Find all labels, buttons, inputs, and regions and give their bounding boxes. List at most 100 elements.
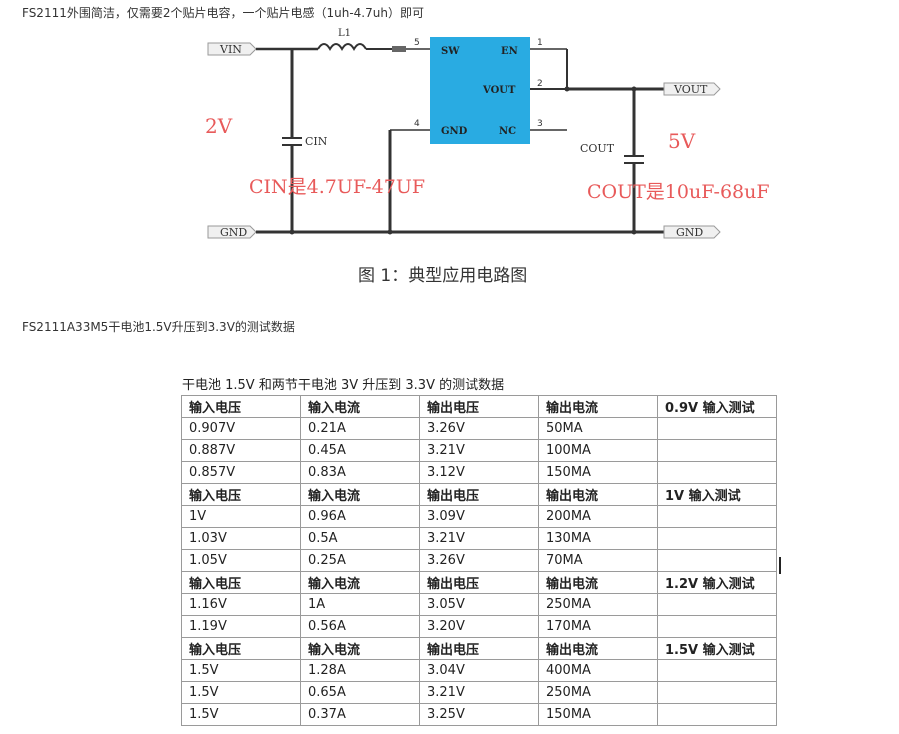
fs2111-chip	[430, 37, 530, 144]
table-cell: 输入电流	[300, 483, 420, 506]
table-cell	[657, 439, 777, 462]
table-cell: 1.28A	[300, 659, 420, 682]
table-cell: 3.21V	[419, 527, 539, 550]
table-cell: 1.19V	[181, 615, 301, 638]
inductor-l1	[317, 43, 367, 51]
vout-label: VOUT	[673, 83, 708, 96]
table-cell: 输入电压	[181, 637, 301, 660]
table-cell: 输入电流	[300, 395, 420, 418]
chip-pin-nc: NC	[499, 126, 516, 137]
table-cell: 130MA	[538, 527, 658, 550]
intro-text: FS2111外围简洁，仅需要2个贴片电容，一个贴片电感（1uh-4.7uh）即可	[22, 6, 424, 20]
table-cell	[657, 615, 777, 638]
table-cell	[657, 659, 777, 682]
table-cell	[657, 505, 777, 528]
gnd-left-tag	[207, 225, 257, 239]
table-cell: 0.21A	[300, 417, 420, 440]
table-cell: 0.56A	[300, 615, 420, 638]
circuit-svg: VIN L1 5 CIN SW EN VOUT GND NC 1 2	[205, 28, 770, 239]
table-cell: 70MA	[538, 549, 658, 572]
table-cell	[657, 527, 777, 550]
figure-caption: 图 1：典型应用电路图	[358, 266, 528, 286]
gnd-right-label: GND	[676, 226, 703, 239]
table-cell: 0.65A	[300, 681, 420, 704]
table-cell: 3.26V	[419, 549, 539, 572]
table-cell: 1.16V	[181, 593, 301, 616]
table-cell: 0.887V	[181, 439, 301, 462]
table-cell: 0.907V	[181, 417, 301, 440]
table-cell: 输入电流	[300, 637, 420, 660]
table-cell: 1A	[300, 593, 420, 616]
table-cell: 3.20V	[419, 615, 539, 638]
table-cell: 3.26V	[419, 417, 539, 440]
annotation-cout: COUT是10uF-68uF	[587, 181, 770, 203]
vin-tag	[207, 42, 257, 56]
table-cell: 100MA	[538, 439, 658, 462]
inductor-label: L1	[338, 28, 351, 39]
vin-label: VIN	[219, 43, 242, 56]
table-cell: 150MA	[538, 461, 658, 484]
table-cell: 输出电流	[538, 637, 658, 660]
table-cell: 输出电压	[419, 637, 539, 660]
chip-pin-vout: VOUT	[482, 85, 516, 96]
table-cell: 输入电压	[181, 571, 301, 594]
table-cell: 3.12V	[419, 461, 539, 484]
cout-label: COUT	[580, 142, 615, 155]
table-cell	[657, 461, 777, 484]
table-cell	[657, 681, 777, 704]
table-cell: 3.25V	[419, 703, 539, 726]
table-cell: 0.857V	[181, 461, 301, 484]
annotation-5v: 5V	[668, 129, 696, 153]
table-title: 干电池 1.5V 和两节干电池 3V 升压到 3.3V 的测试数据	[182, 378, 505, 393]
table-cell: 输入电流	[300, 571, 420, 594]
table-cell: 0.83A	[300, 461, 420, 484]
table-cell: 输出电流	[538, 395, 658, 418]
table-cell: 1.5V	[181, 659, 301, 682]
table-cell: 0.25A	[300, 549, 420, 572]
pin1-label: 1	[537, 38, 543, 48]
table-cell: 1V 输入测试	[657, 483, 777, 506]
chip-pin-en: EN	[501, 46, 518, 57]
table-cell: 0.45A	[300, 439, 420, 462]
table-cell: 400MA	[538, 659, 658, 682]
table-cell: 1V	[181, 505, 301, 528]
annotation-2v: 2V	[205, 114, 233, 138]
vout-tag	[663, 82, 721, 96]
cropped-text-line	[182, 356, 572, 362]
pin4-label: 4	[414, 119, 420, 129]
table-cell: 输入电压	[181, 483, 301, 506]
circuit-diagram: VIN L1 5 CIN SW EN VOUT GND NC 1 2	[0, 0, 899, 300]
table-cell: 输出电压	[419, 483, 539, 506]
table-cell	[657, 703, 777, 726]
table-cell: 输出电流	[538, 571, 658, 594]
table-cell: 输入电压	[181, 395, 301, 418]
table-cell: 1.5V	[181, 703, 301, 726]
chip-pin-sw: SW	[441, 46, 460, 57]
section-title: FS2111A33M5干电池1.5V升压到3.3V的测试数据	[22, 320, 295, 334]
gnd-left-label: GND	[220, 226, 247, 239]
pin5-label: 5	[414, 38, 420, 48]
table-cell: 1.2V 输入测试	[657, 571, 777, 594]
table-cell	[657, 549, 777, 572]
cin-label: CIN	[305, 135, 328, 148]
annotation-cin: CIN是4.7UF-47UF	[249, 176, 425, 198]
table-cell	[657, 593, 777, 616]
table-cell: 3.05V	[419, 593, 539, 616]
table-cell: 0.37A	[300, 703, 420, 726]
chip-pin-gnd: GND	[441, 126, 468, 137]
gnd-right-tag	[663, 225, 721, 239]
pin2-label: 2	[537, 79, 543, 89]
table-cell: 0.5A	[300, 527, 420, 550]
table-cell: 3.21V	[419, 439, 539, 462]
table-cell	[657, 417, 777, 440]
